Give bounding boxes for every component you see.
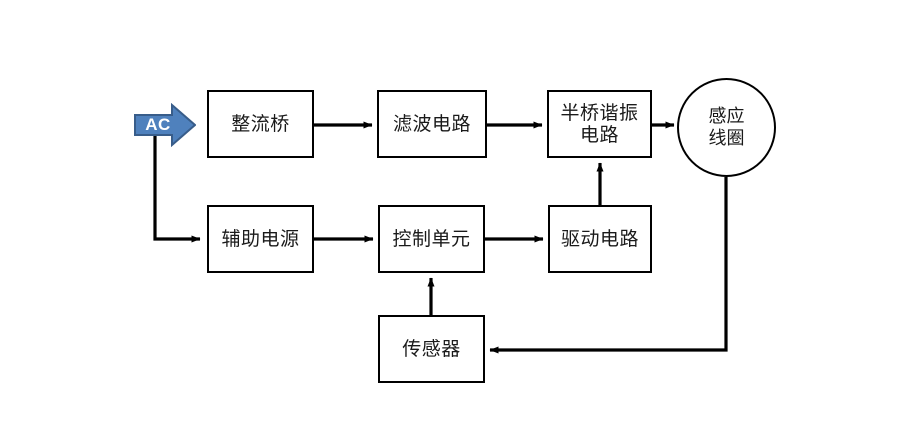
node-induction-coil[interactable]: 感应 线圈	[677, 78, 776, 177]
node-rectifier-label: 整流桥	[231, 112, 290, 135]
node-auxiliary-power-supply-label: 辅助电源	[221, 227, 300, 250]
edge-ac-to-auxpower	[153, 127, 201, 243]
node-drive-circuit[interactable]: 驱动电路	[548, 205, 652, 273]
node-auxiliary-power-supply[interactable]: 辅助电源	[207, 205, 314, 273]
node-induction-coil-label: 感应 线圈	[708, 106, 745, 149]
node-sensor-label: 传感器	[402, 337, 461, 360]
node-half-bridge-resonant-circuit[interactable]: 半桥谐振 电路	[547, 90, 652, 158]
node-control-unit[interactable]: 控制单元	[378, 205, 485, 273]
node-filter-circuit-label: 滤波电路	[392, 112, 471, 135]
node-drive-circuit-label: 驱动电路	[560, 227, 639, 250]
node-filter-circuit[interactable]: 滤波电路	[377, 90, 487, 158]
edge-coil-to-sensor	[489, 177, 728, 354]
node-half-bridge-resonant-circuit-label: 半桥谐振 电路	[560, 101, 639, 146]
node-control-unit-label: 控制单元	[392, 227, 471, 250]
node-rectifier[interactable]: 整流桥	[207, 90, 314, 158]
ac-source-arrow-icon	[134, 103, 196, 147]
node-sensor[interactable]: 传感器	[378, 315, 485, 383]
